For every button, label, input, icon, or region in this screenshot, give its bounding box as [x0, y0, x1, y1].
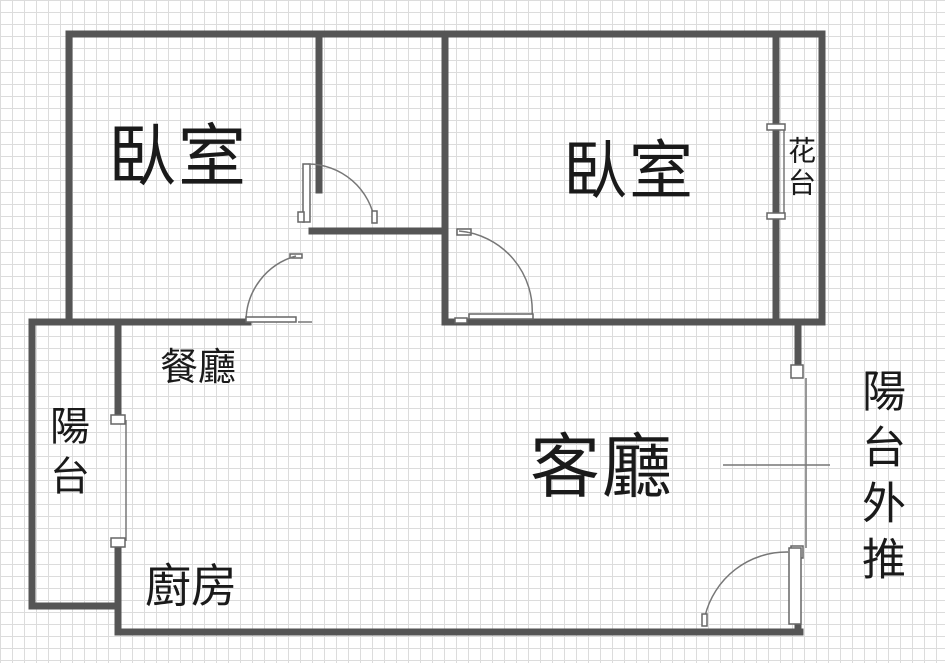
openings — [125, 128, 830, 548]
door-hinge-bedroom-right — [454, 317, 468, 324]
frame-markers — [110, 123, 804, 625]
door-leaf-living-room — [701, 613, 708, 627]
marker-living-door-frame — [788, 547, 802, 625]
door-swing-bedroom-right — [458, 230, 533, 318]
room-label-bedroom-right: 臥室 — [563, 135, 695, 209]
room-label-bedroom-left: 臥室 — [108, 118, 249, 197]
marker-living-top — [790, 364, 804, 379]
doors — [245, 163, 789, 627]
door-swing-living-room — [704, 551, 789, 617]
marker-balcony-top — [110, 414, 126, 425]
wall-balcony-left — [28, 318, 122, 610]
room-label-flower-stand: 花台 — [784, 136, 817, 200]
door-leaf-upper-bedroom — [371, 210, 378, 224]
marker-door-left — [289, 253, 303, 259]
marker-door-upper — [302, 163, 311, 223]
wall-top-left — [65, 30, 826, 326]
marker-door-lower — [297, 211, 305, 223]
marker-flower-top — [766, 123, 786, 131]
door-leaf-bedroom-left — [245, 316, 297, 323]
room-label-kitchen: 廚房 — [145, 559, 237, 613]
marker-flower-bottom — [766, 212, 786, 220]
marker-balcony-bottom — [110, 537, 126, 548]
room-label-balcony-outward: 陽台外推 — [854, 368, 905, 592]
door-swing-bedroom-left — [245, 255, 297, 322]
door-leaf-bedroom-right — [468, 313, 534, 320]
room-label-living-room: 客廳 — [530, 426, 674, 508]
wall-kitchen-bottom — [114, 539, 804, 636]
room-label-dining-room: 餐廳 — [160, 345, 237, 389]
room-label-balcony-left: 陽台 — [43, 405, 89, 505]
